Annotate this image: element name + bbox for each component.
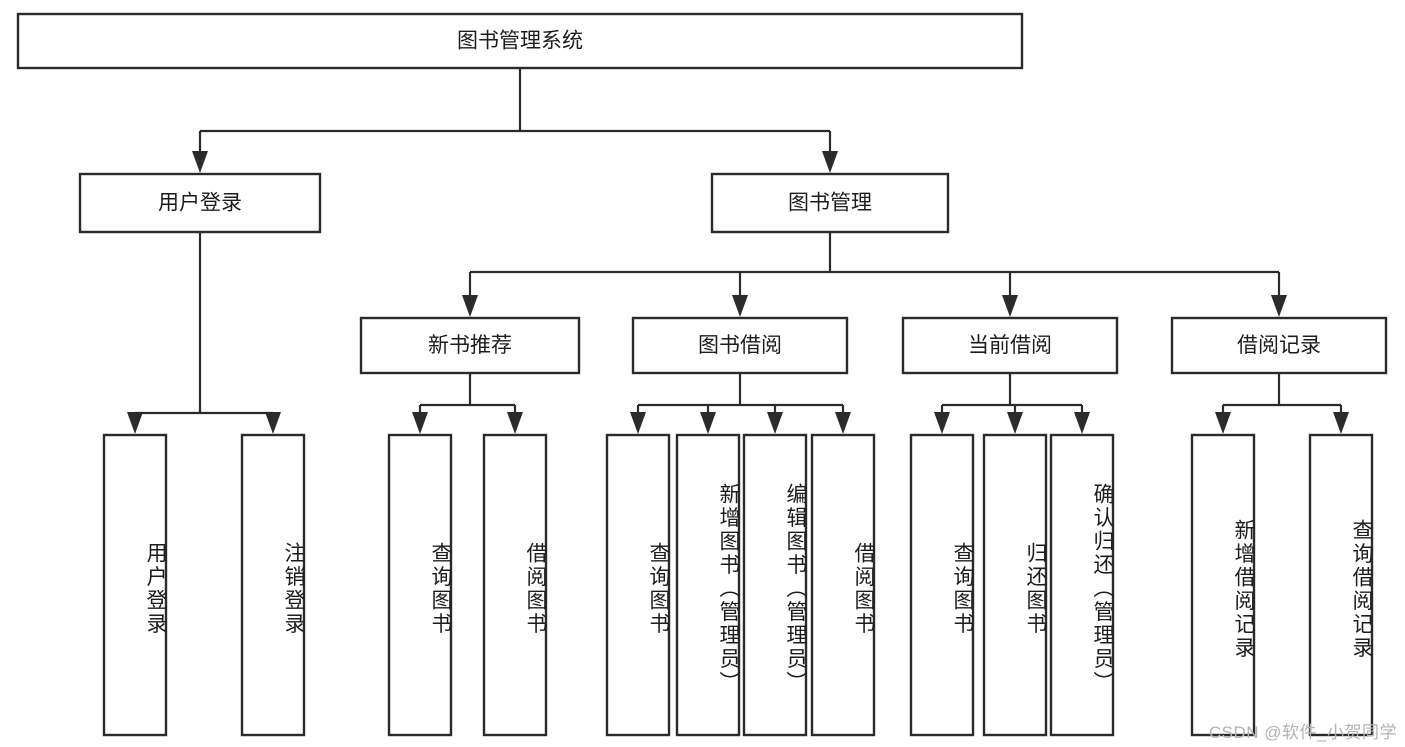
arrowhead-borrow-record (1271, 295, 1287, 317)
arrowhead-new-book-rec (462, 295, 478, 317)
node-box-leaf-add-book[interactable] (675, 433, 741, 737)
arrowhead-leaf-query-book-1 (412, 412, 428, 434)
node-label-user-login: 用户登录 (158, 192, 242, 215)
arrowhead-leaf-query-book-2 (630, 412, 646, 434)
arrowhead-leaf-query-book-3 (934, 412, 950, 434)
node-label-borrow-record: 借阅记录 (1237, 334, 1321, 357)
node-label-new-book-rec: 新书推荐 (428, 334, 512, 357)
node-box-leaf-add-record[interactable] (1190, 433, 1256, 737)
node-box-user-login[interactable] (78, 172, 322, 234)
node-box-root[interactable] (16, 12, 1024, 70)
node-box-leaf-user-login[interactable] (102, 433, 168, 737)
arrowhead-leaf-return-book (1007, 412, 1023, 434)
node-box-leaf-query-book-2[interactable] (605, 433, 671, 737)
node-box-leaf-borrow-book-2[interactable] (810, 433, 876, 737)
arrowhead-book-manage (822, 151, 838, 173)
arrowhead-leaf-borrow-book-1 (507, 412, 523, 434)
node-box-book-manage[interactable] (710, 172, 950, 234)
node-box-book-borrow[interactable] (631, 316, 849, 375)
arrowhead-leaf-add-record (1215, 412, 1231, 434)
arrowhead-leaf-logout (265, 412, 281, 434)
node-box-leaf-query-record[interactable] (1308, 433, 1374, 737)
arrowhead-leaf-confirm-return (1074, 412, 1090, 434)
node-label-book-borrow: 图书借阅 (698, 334, 782, 357)
arrowhead-user-login (192, 151, 208, 173)
node-box-leaf-borrow-book-1[interactable] (482, 433, 548, 737)
arrowhead-leaf-edit-book (767, 412, 783, 434)
watermark-text: CSDN @软件_小贺同学 (1208, 723, 1397, 742)
node-box-borrow-record[interactable] (1170, 316, 1388, 375)
node-box-leaf-query-book-3[interactable] (909, 433, 975, 737)
arrowhead-leaf-user-login (127, 412, 143, 434)
arrowhead-leaf-add-book (700, 412, 716, 434)
node-label-root: 图书管理系统 (457, 30, 583, 53)
arrowhead-current-borrow (1002, 295, 1018, 317)
node-label-book-manage: 图书管理 (788, 192, 872, 215)
node-box-current-borrow[interactable] (901, 316, 1119, 375)
arrowhead-leaf-query-record (1333, 412, 1349, 434)
connectors-layer (127, 68, 1349, 434)
node-box-new-book-rec[interactable] (359, 316, 581, 375)
node-label-current-borrow: 当前借阅 (968, 334, 1052, 357)
arrowhead-leaf-borrow-book-2 (835, 412, 851, 434)
node-box-leaf-return-book[interactable] (982, 433, 1048, 737)
node-box-leaf-edit-book[interactable] (742, 433, 808, 737)
arrowhead-book-borrow (732, 295, 748, 317)
node-box-leaf-query-book-1[interactable] (387, 433, 453, 737)
node-box-leaf-confirm-return[interactable] (1049, 433, 1115, 737)
node-box-leaf-logout[interactable] (240, 433, 306, 737)
nodes-layer (16, 12, 1388, 737)
